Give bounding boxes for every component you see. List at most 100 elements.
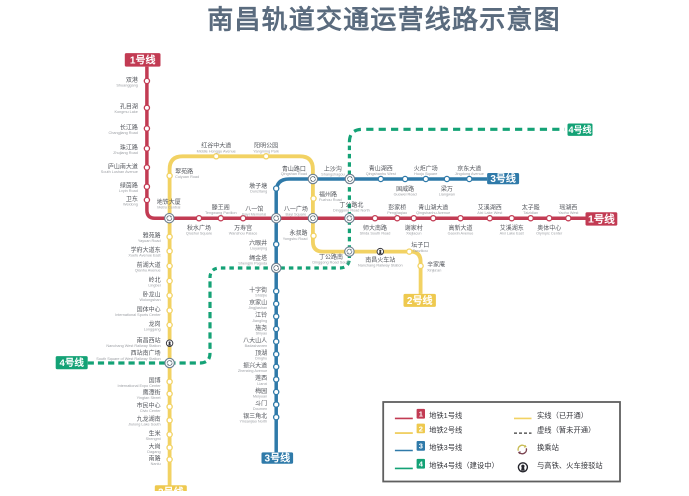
svg-text:火炬广场: 火炬广场: [414, 164, 438, 172]
svg-text:国体中心: 国体中心: [137, 305, 161, 313]
svg-text:Kongmu Lake: Kongmu Lake: [114, 110, 137, 114]
svg-text:银三角北: 银三角北: [243, 412, 267, 420]
svg-text:彭家桥: 彭家桥: [388, 204, 406, 212]
svg-text:Dunzitang: Dunzitang: [250, 190, 267, 194]
svg-text:Guowei Road: Guowei Road: [394, 192, 417, 196]
svg-text:3号线: 3号线: [490, 172, 516, 185]
svg-text:红谷中大道: 红谷中大道: [201, 142, 231, 150]
svg-text:1: 1: [419, 410, 423, 419]
svg-text:Shida South Road: Shida South Road: [360, 232, 391, 236]
svg-text:Qianhu Avenue: Qianhu Avenue: [135, 268, 161, 272]
svg-text:奥体中心: 奥体中心: [537, 224, 561, 232]
svg-text:丁公路北: 丁公路北: [339, 201, 363, 209]
svg-text:翠苑路: 翠苑路: [175, 168, 193, 176]
svg-text:换乘站: 换乘站: [537, 443, 559, 452]
svg-text:施尧: 施尧: [255, 324, 267, 332]
svg-text:Jingjiashan: Jingjiashan: [248, 306, 267, 310]
svg-text:地铁4号线（建设中）: 地铁4号线（建设中）: [429, 461, 499, 470]
svg-text:孔目湖: 孔目湖: [120, 103, 138, 111]
svg-text:Aixi Lake West: Aixi Lake West: [477, 211, 503, 215]
svg-text:地铁1号线: 地铁1号线: [429, 411, 463, 420]
svg-text:长江路: 长江路: [120, 123, 138, 131]
svg-text:艾溪湖东: 艾溪湖东: [500, 224, 524, 232]
svg-text:Badashanren: Badashanren: [245, 344, 268, 348]
svg-text:Nanchang Railway Station: Nanchang Railway Station: [358, 263, 403, 267]
svg-text:梁万: 梁万: [441, 185, 453, 193]
svg-text:Shangshagou: Shangshagou: [321, 173, 344, 177]
svg-text:Shuanggang: Shuanggang: [116, 83, 138, 87]
svg-text:斗门: 斗门: [255, 399, 267, 407]
svg-text:Olympic Center: Olympic Center: [536, 232, 563, 236]
svg-text:Middle Honggu Avenue: Middle Honggu Avenue: [197, 149, 236, 153]
svg-text:阳明公园: 阳明公园: [254, 142, 278, 150]
svg-text:Qingshan Road: Qingshan Road: [281, 172, 307, 176]
svg-text:九龙湖南: 九龙湖南: [137, 415, 161, 423]
svg-text:青山湖大道: 青山湖大道: [418, 204, 448, 212]
svg-text:Yongshu Road: Yongshu Road: [283, 237, 308, 241]
svg-text:秋水广场: 秋水广场: [187, 224, 211, 232]
svg-text:八大山人: 八大山人: [243, 336, 267, 344]
svg-text:Xuefu Avenue East: Xuefu Avenue East: [128, 254, 161, 258]
svg-text:Shengjin Pagoda: Shengjin Pagoda: [238, 261, 268, 265]
svg-text:Dinghu: Dinghu: [255, 357, 267, 361]
svg-text:生米: 生米: [149, 429, 161, 437]
svg-text:Zhujiang Road: Zhujiang Road: [113, 151, 138, 155]
svg-text:Civic Center: Civic Center: [140, 409, 161, 413]
svg-text:Nanchang West Railway Station: Nanchang West Railway Station: [106, 344, 160, 348]
svg-text:丁公路南: 丁公路南: [319, 253, 343, 261]
svg-text:Meiyuan: Meiyuan: [253, 394, 267, 398]
svg-text:4号线: 4号线: [568, 124, 591, 135]
svg-text:Qingshanhu Avenue: Qingshanhu Avenue: [416, 211, 450, 215]
svg-text:前湖大道: 前湖大道: [137, 261, 161, 269]
svg-text:4: 4: [419, 460, 424, 469]
svg-text:南昌轨道交通运营线路示意图: 南昌轨道交通运营线路示意图: [207, 4, 561, 34]
svg-text:西站南广场: 西站南广场: [131, 349, 161, 357]
svg-text:振兴大道: 振兴大道: [243, 362, 267, 370]
svg-text:地铁大厦: 地铁大厦: [157, 198, 181, 206]
svg-text:国威路: 国威路: [396, 185, 414, 193]
svg-text:Wolongshan: Wolongshan: [140, 298, 161, 302]
svg-text:Weidong: Weidong: [123, 202, 138, 206]
svg-text:瑶湖西: 瑶湖西: [559, 204, 577, 212]
svg-text:六眼井: 六眼井: [249, 239, 267, 247]
svg-text:3: 3: [419, 442, 423, 451]
svg-text:鹰潭街: 鹰潭街: [143, 389, 161, 397]
svg-text:虚线（暂未开通）: 虚线（暂未开通）: [537, 426, 595, 435]
svg-text:Metro Central: Metro Central: [157, 205, 180, 209]
svg-text:Bayi Square: Bayi Square: [286, 212, 307, 216]
svg-text:Fuzhou Road: Fuzhou Road: [319, 198, 342, 202]
svg-text:南昌西站: 南昌西站: [137, 336, 161, 344]
svg-text:Longgang: Longgang: [144, 327, 161, 331]
svg-text:Yaohu West: Yaohu West: [558, 211, 579, 215]
svg-text:万寿宫: 万寿宫: [234, 224, 252, 232]
svg-text:Changjiang Road: Changjiang Road: [109, 131, 138, 135]
svg-text:珠江路: 珠江路: [120, 143, 138, 151]
svg-text:梅园: 梅园: [255, 387, 267, 395]
svg-text:实线（已开通）: 实线（已开通）: [537, 411, 588, 420]
svg-text:Qiushui Square: Qiushui Square: [186, 232, 212, 236]
svg-text:Pengjiaqiao: Pengjiaqiao: [387, 211, 407, 215]
svg-text:Nanlu: Nanlu: [151, 462, 161, 466]
svg-text:Yingtan Street: Yingtan Street: [137, 396, 162, 400]
svg-text:Gaoxin Avenue: Gaoxin Avenue: [448, 232, 474, 236]
svg-text:4号线: 4号线: [60, 357, 85, 369]
svg-text:绳金塔: 绳金塔: [249, 254, 267, 262]
svg-text:Zhenxing Avenue: Zhenxing Avenue: [238, 369, 267, 373]
svg-text:龙岗: 龙岗: [149, 320, 161, 328]
svg-text:Aixi Lake East: Aixi Lake East: [500, 232, 525, 236]
svg-text:1号线: 1号线: [130, 54, 156, 67]
svg-text:Jiulong Lake South: Jiulong Lake South: [128, 423, 160, 427]
svg-text:3号线: 3号线: [265, 452, 291, 465]
svg-text:Yinsanjiao North: Yinsanjiao North: [239, 420, 267, 424]
svg-text:南昌火车站: 南昌火车站: [365, 256, 395, 264]
svg-text:Liuyanjing: Liuyanjing: [250, 247, 267, 251]
svg-text:辛家庵: 辛家庵: [427, 261, 445, 269]
svg-text:国博: 国博: [149, 377, 161, 385]
svg-text:坛子口: 坛子口: [411, 241, 429, 249]
svg-text:太子殿: 太子殿: [522, 204, 540, 212]
svg-text:八一广场: 八一广场: [284, 205, 308, 213]
svg-text:卧龙山: 卧龙山: [143, 290, 161, 298]
svg-text:Dinggong Road South: Dinggong Road South: [312, 261, 349, 265]
svg-text:上沙沟: 上沙沟: [324, 165, 342, 173]
svg-text:大岗: 大岗: [149, 442, 161, 450]
